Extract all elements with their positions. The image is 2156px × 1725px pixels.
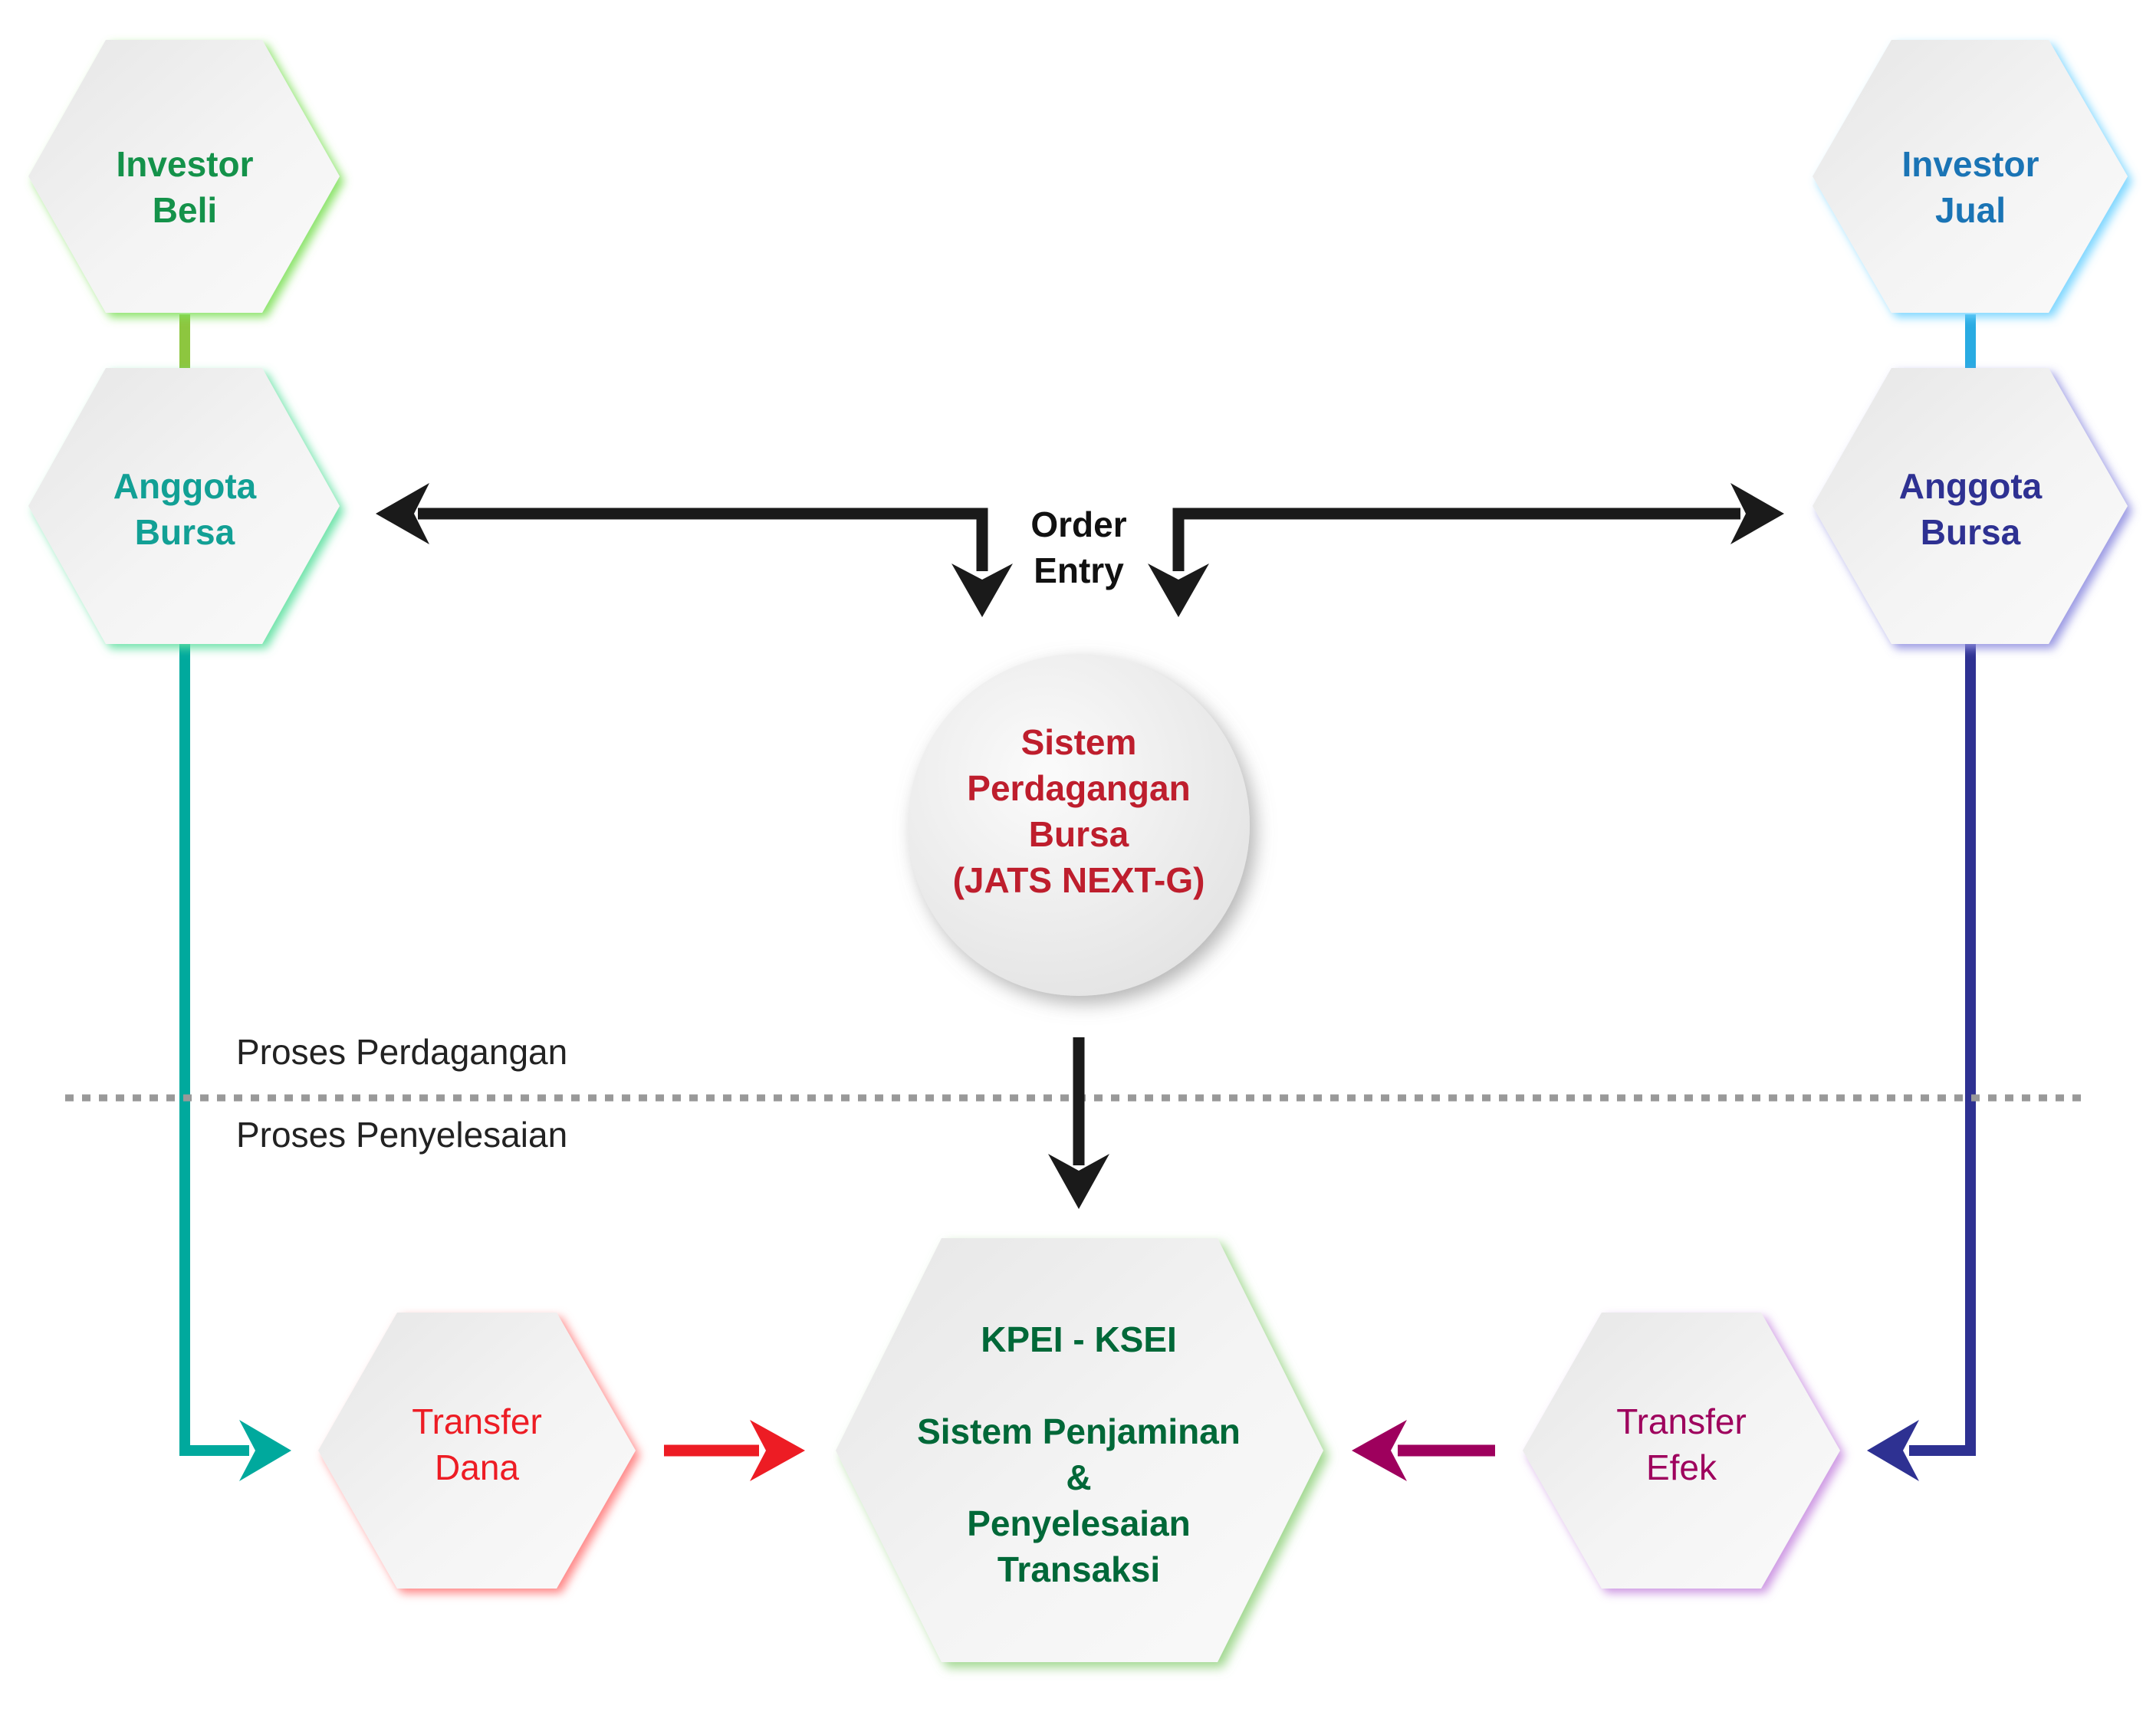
sistem-line1: Sistem: [1020, 722, 1137, 762]
order-entry-line1: Order: [1030, 504, 1127, 544]
sistem-label: Sistem Perdagangan Bursa (JATS NEXT-G): [953, 719, 1205, 903]
anggota-beli-label: Anggota Bursa: [113, 463, 257, 555]
transfer-efek-label: Transfer Efek: [1616, 1398, 1747, 1490]
settlement-process-label: Proses Penyelesaian: [236, 1115, 568, 1155]
order-entry-line2: Entry: [1034, 550, 1124, 590]
kpei-line3: &: [1066, 1457, 1092, 1497]
kpei-label: KPEI - KSEI Sistem Penjaminan & Penyeles…: [917, 1316, 1241, 1592]
anggota-jual-hexagon: [1813, 368, 2128, 644]
jual-settlement-line: [1909, 644, 1976, 1456]
kpei-line2: Sistem Penjaminan: [917, 1411, 1241, 1451]
investor-jual-hexagon: [1813, 40, 2128, 313]
sistem-line2: Perdagangan: [967, 768, 1191, 808]
trading-process-label: Proses Perdagangan: [236, 1032, 568, 1072]
transfer-efek-line2: Efek: [1645, 1447, 1717, 1487]
sistem-circle: [908, 654, 1250, 996]
investor-jual-line2: Jual: [1934, 190, 2006, 230]
transfer-efek-line1: Transfer: [1616, 1401, 1747, 1441]
transfer-efek-hexagon: [1523, 1313, 1840, 1589]
order-entry-right-arrowhead: [1730, 483, 1784, 544]
sistem-line4: (JATS NEXT-G): [952, 860, 1205, 900]
beli-settlement-line: [179, 644, 249, 1456]
kpei-line5: Transaksi: [997, 1549, 1161, 1589]
anggota-beli-hexagon: [28, 368, 340, 644]
anggota-jual-line1: Anggota: [1898, 466, 2043, 506]
sistem-line3: Bursa: [1028, 814, 1129, 854]
investor-jual-label: Investor Jual: [1902, 141, 2039, 233]
transfer-dana-line2: Dana: [435, 1447, 519, 1487]
investor-beli-label: Investor Beli: [117, 141, 254, 233]
anggota-beli-line1: Anggota: [113, 466, 257, 506]
transfer-efek-arrowhead: [1352, 1420, 1407, 1481]
order-entry-left-down-arrowhead: [951, 564, 1013, 617]
kpei-line4: Penyelesaian: [967, 1503, 1191, 1543]
investor-beli-line1: Investor: [116, 144, 254, 184]
anggota-jual-label: Anggota Bursa: [1899, 463, 2043, 555]
transfer-dana-label: Transfer Dana: [412, 1398, 542, 1490]
order-entry-left-line: [418, 508, 988, 571]
investor-jual-line1: Investor: [1901, 144, 2039, 184]
kpei-line1: KPEI - KSEI: [981, 1319, 1177, 1359]
kpei-hexagon: [836, 1238, 1323, 1662]
order-entry-left-arrowhead: [376, 483, 429, 544]
beli-settlement-arrowhead: [239, 1420, 291, 1481]
anggota-beli-line2: Bursa: [134, 512, 235, 552]
order-entry-label: Order Entry: [1030, 501, 1126, 593]
transfer-dana-arrowhead: [750, 1420, 805, 1481]
transfer-dana-hexagon: [318, 1313, 636, 1589]
investor-beli-hexagon: [28, 40, 340, 313]
investor-beli-line2: Beli: [152, 190, 218, 230]
transfer-dana-line1: Transfer: [412, 1401, 542, 1441]
anggota-jual-line2: Bursa: [1920, 512, 2021, 552]
order-entry-right-down-arrowhead: [1148, 564, 1209, 617]
sistem-to-kpei-arrowhead: [1048, 1154, 1109, 1209]
jual-settlement-arrowhead: [1867, 1420, 1919, 1481]
order-entry-right-line: [1172, 508, 1740, 571]
